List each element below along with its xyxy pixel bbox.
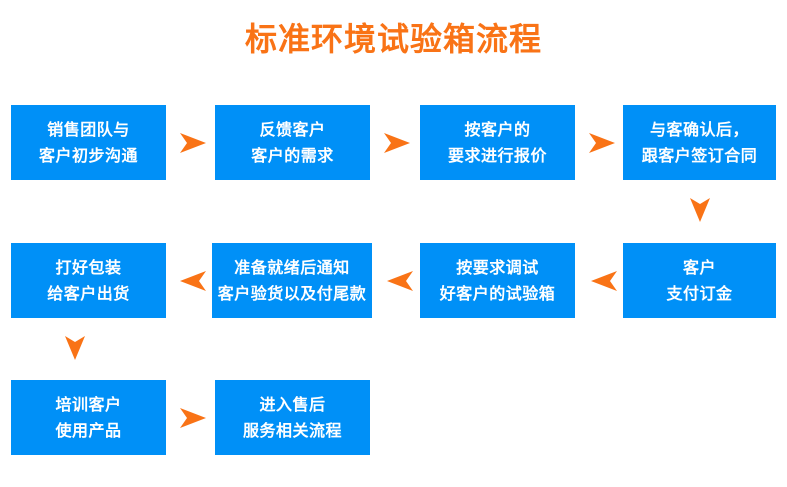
flow-step-10-line1: 进入售后 [259,394,326,414]
arrow-right-icon [382,128,412,158]
flow-step-5[interactable]: 客户 支付订金 [623,243,776,318]
flow-step-10-line2: 服务相关流程 [242,420,342,440]
flow-step-10[interactable]: 进入售后 服务相关流程 [215,380,370,455]
flow-step-5-line1: 客户 [682,257,716,277]
flow-step-4-line1: 与客确认后， [649,119,749,139]
arrow-right-icon [178,128,208,158]
flow-step-9-line2: 使用产品 [55,420,122,440]
flow-step-6-line1: 按要求调试 [456,257,539,277]
flow-step-6[interactable]: 按要求调试 好客户的试验箱 [420,243,575,318]
flow-step-9[interactable]: 培训客户 使用产品 [11,380,166,455]
flow-step-8-line2: 给客户出货 [47,283,130,303]
flow-step-2[interactable]: 反馈客户 客户的需求 [215,105,370,180]
arrow-left-icon [385,266,415,296]
flow-step-8-line1: 打好包装 [55,257,122,277]
flow-step-1[interactable]: 销售团队与 客户初步沟通 [11,105,166,180]
flow-step-8[interactable]: 打好包装 给客户出货 [11,243,166,318]
flow-step-3[interactable]: 按客户的 要求进行报价 [420,105,575,180]
flow-step-5-line2: 支付订金 [666,283,733,303]
flow-step-7-line1: 准备就绪后通知 [234,257,350,277]
arrow-right-icon [178,403,208,433]
arrow-right-icon [587,128,617,158]
arrow-left-icon [589,266,619,296]
flow-step-3-line2: 要求进行报价 [447,145,547,165]
flow-step-4[interactable]: 与客确认后， 跟客户签订合同 [623,105,776,180]
flow-step-6-line2: 好客户的试验箱 [439,283,556,303]
arrow-down-icon [687,196,713,224]
flow-step-7-line2: 客户验货以及付尾款 [217,283,367,303]
flow-step-1-line2: 客户初步沟通 [38,145,138,165]
flow-step-9-line1: 培训客户 [55,394,122,414]
flow-step-3-line1: 按客户的 [464,119,531,139]
flow-step-2-line1: 反馈客户 [259,119,326,139]
flow-step-7[interactable]: 准备就绪后通知 客户验货以及付尾款 [212,243,372,318]
flow-step-4-line2: 跟客户签订合同 [641,145,758,165]
arrow-left-icon [178,266,208,296]
arrow-down-icon [62,334,88,362]
flow-step-2-line2: 客户的需求 [251,145,334,165]
page-title: 标准环境试验箱流程 [244,20,542,58]
flow-step-1-line1: 销售团队与 [47,119,130,139]
